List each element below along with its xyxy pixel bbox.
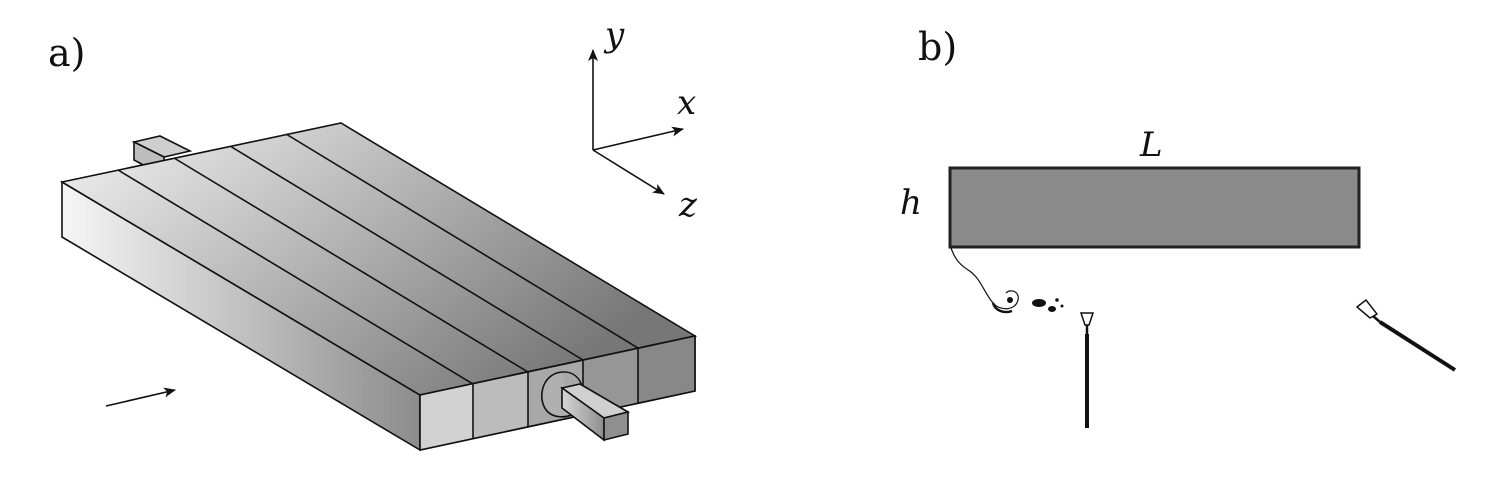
- probe-vertical: [1079, 312, 1095, 428]
- vortex-shedding: [950, 247, 1064, 314]
- length-label: L: [1139, 125, 1163, 165]
- panel-a-label: a): [48, 31, 85, 75]
- x-axis: [592, 126, 684, 151]
- x-axis-label: x: [677, 83, 696, 123]
- flow-arrow: [105, 387, 176, 407]
- airfoil-block: [59, 122, 698, 452]
- y-axis-label: y: [603, 15, 625, 55]
- z-axis-label: z: [678, 185, 698, 225]
- panel-b-label: b): [918, 25, 957, 69]
- cross-section-rectangle: [948, 166, 1361, 249]
- rotation-rod: [541, 371, 631, 442]
- z-axis: [592, 149, 665, 195]
- probe-angled: [1355, 298, 1457, 372]
- height-label: h: [900, 183, 922, 223]
- coordinate-axes: [588, 49, 684, 195]
